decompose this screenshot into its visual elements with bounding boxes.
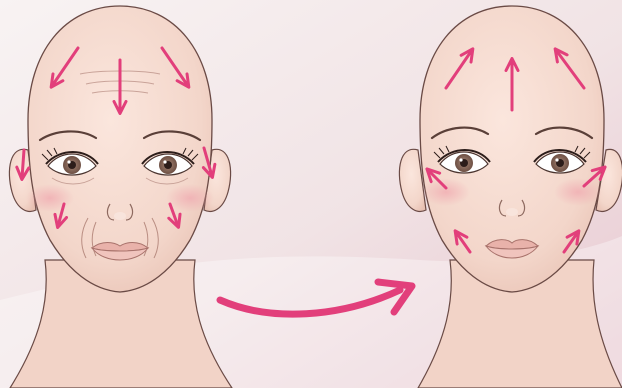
left-blush-after [422,178,470,206]
nose-tip-before [114,212,126,220]
right-blush-after [554,178,602,206]
face-before [9,6,232,388]
temple-arrow-left [22,150,24,178]
right-blush-before [166,184,214,212]
left-blush-before [26,184,74,212]
nose-tip-after [506,208,518,216]
